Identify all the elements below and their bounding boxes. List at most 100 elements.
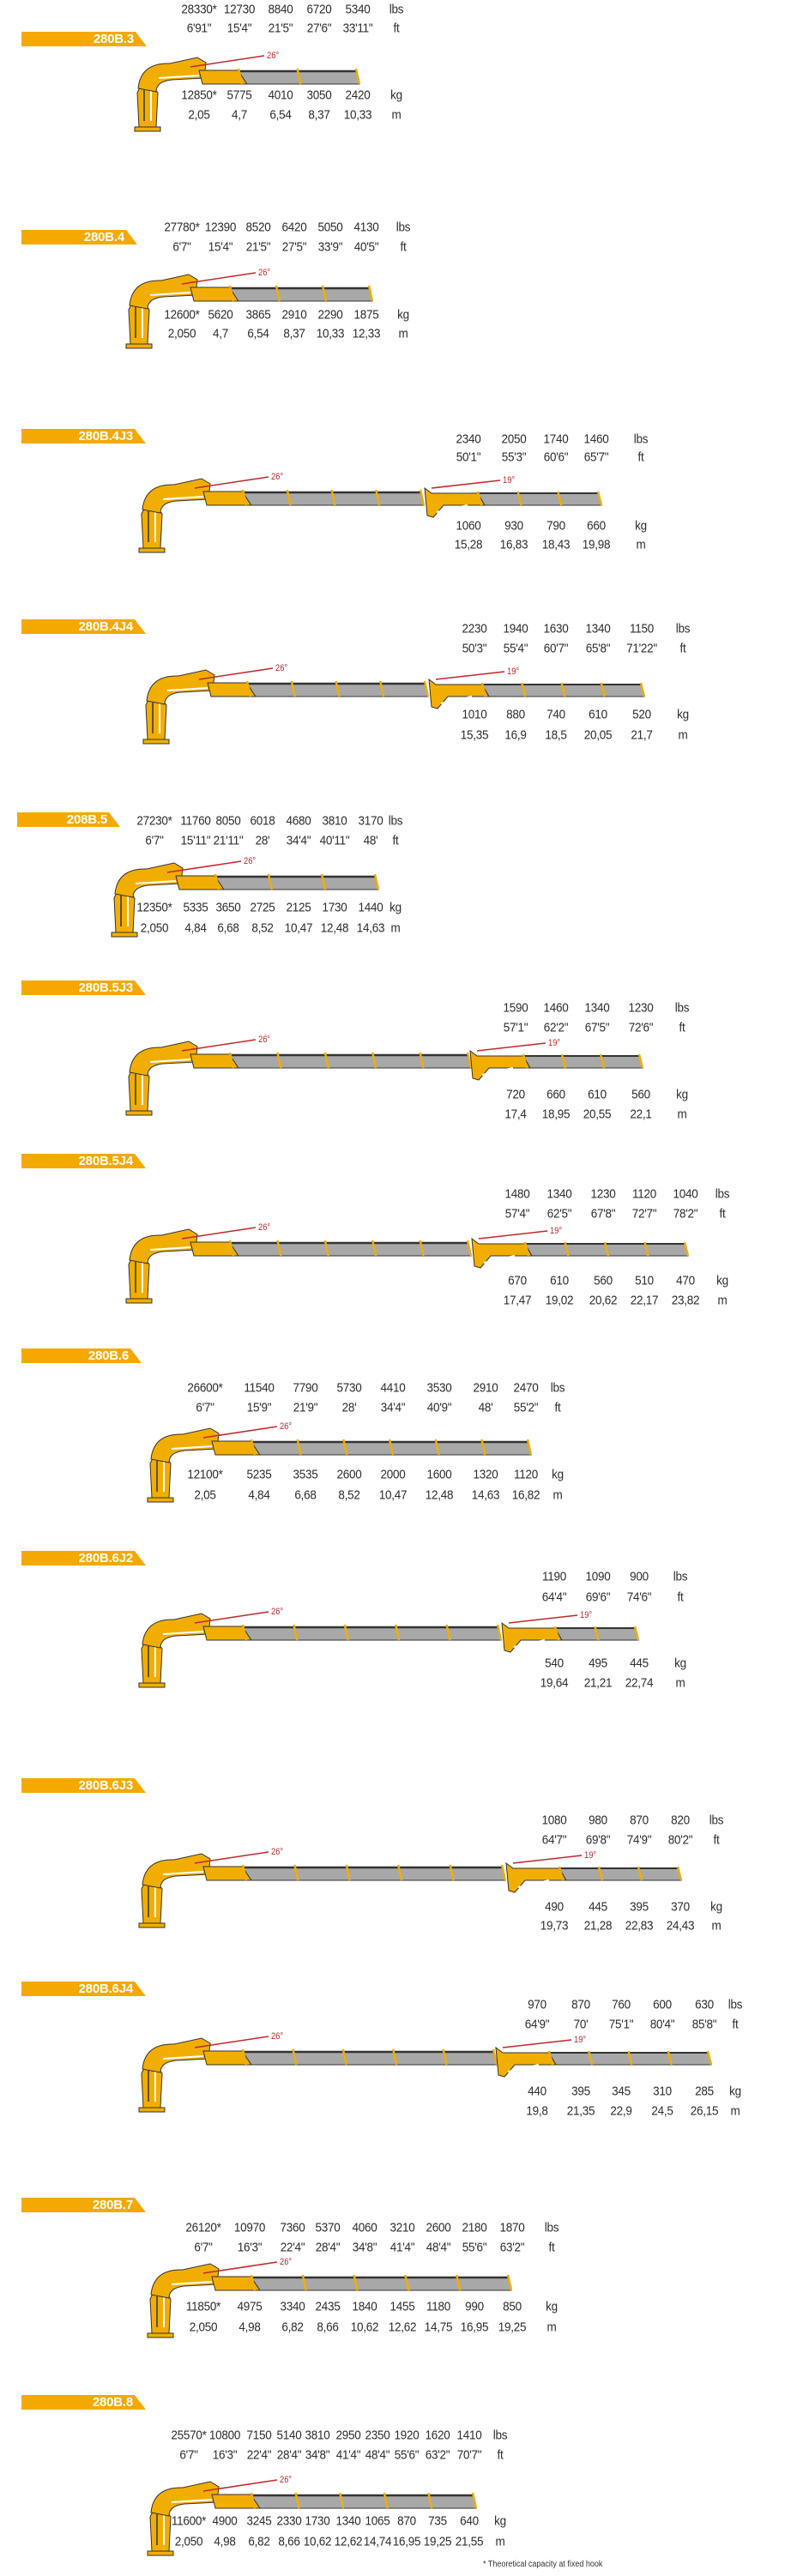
jib-section-joint	[683, 1241, 690, 1257]
kg-value: 2290	[317, 307, 343, 323]
jib-section-joint	[600, 682, 606, 697]
boom-section-joint	[228, 1240, 235, 1257]
boom-section-joint	[445, 1624, 451, 1641]
m-value: 6,54	[247, 326, 269, 341]
model-banner: 280B.4J4	[21, 619, 146, 634]
boom-section-joint	[371, 1052, 377, 1069]
m-value: 22,83	[625, 1918, 654, 1934]
kg-value: 3865	[245, 307, 271, 323]
kg-value: 12850*	[181, 87, 217, 103]
kg-value: 560	[631, 1087, 650, 1102]
m-value: 19,8	[526, 2103, 548, 2119]
ft-value: 71'22"	[626, 641, 657, 656]
ft-value: 6'91"	[186, 21, 212, 36]
boom-section-joint	[321, 285, 328, 302]
crane-base-plate	[125, 343, 153, 349]
boom-angle-label: 26°	[258, 268, 271, 278]
lbs-unit-label: lbs	[673, 1569, 688, 1584]
kg-value: 1600	[426, 1467, 452, 1482]
lbs-value: 1940	[503, 621, 528, 636]
ft-value: 67'8"	[590, 1206, 616, 1222]
m-unit-label: m	[717, 1293, 728, 1308]
m-value: 2,05	[194, 1487, 216, 1503]
crane-telescopic-boom	[242, 1626, 502, 1641]
lbs-value: 5340	[345, 2, 371, 17]
kg-value: 1730	[322, 900, 347, 915]
jib-angle-label: 19°	[550, 1226, 563, 1236]
kg-unit-label: kg	[546, 2299, 558, 2314]
crane-base-plate	[138, 1922, 166, 1928]
jib-cylinder	[440, 696, 473, 704]
lbs-value: 5370	[315, 2220, 341, 2235]
jib-angle-line	[476, 1042, 546, 1052]
boom-angle-label: 26°	[280, 2475, 293, 2485]
kg-value: 1320	[473, 1467, 498, 1482]
lbs-value: 2600	[426, 2220, 451, 2235]
lbs-value: 870	[571, 1997, 590, 2012]
jib-section-joint	[560, 682, 566, 697]
ft-value: 55'3"	[501, 449, 527, 465]
lbs-value: 8050	[215, 813, 241, 829]
m-value: 12,62	[388, 2320, 417, 2335]
kg-value: 445	[589, 1899, 607, 1915]
lbs-value: 630	[695, 1997, 714, 2012]
lbs-value: 4060	[352, 2220, 377, 2235]
m-value: 23,82	[671, 1293, 700, 1308]
kg-value: 5235	[246, 1467, 272, 1482]
boom-section-joint	[419, 489, 426, 506]
ft-value: 50'3"	[462, 641, 487, 656]
ft-value: 6'7"	[145, 833, 164, 848]
model-label: 280B.4	[83, 230, 124, 244]
lbs-value: 1150	[630, 621, 654, 636]
boom-angle-label: 26°	[258, 1222, 271, 1233]
model-label: 208B.5	[66, 812, 107, 827]
kg-unit-label: kg	[674, 1656, 686, 1671]
ft-value: 55'4"	[503, 641, 528, 656]
boom-section-joint	[341, 2048, 348, 2066]
m-value: 8,66	[317, 2320, 339, 2335]
lbs-unit-label: lbs	[709, 1813, 724, 1828]
kg-value: 1730	[305, 2513, 330, 2529]
model-label: 280B.5J4	[78, 1154, 133, 1168]
boom-section-joint	[301, 2274, 308, 2291]
ft-value: 28'	[341, 1400, 357, 1415]
m-unit-label: m	[391, 107, 402, 123]
jib-angle-label: 19°	[580, 1610, 593, 1620]
boom-section-joint	[335, 680, 341, 697]
lbs-unit-label: lbs	[674, 1000, 690, 1016]
ft-value: 85'8"	[691, 2017, 717, 2032]
lbs-value: 3210	[389, 2220, 415, 2235]
jib-section-joint	[560, 1053, 567, 1069]
kg-value: 520	[632, 707, 651, 722]
lbs-unit-label: lbs	[675, 621, 691, 636]
jib-angle-line	[478, 1230, 548, 1240]
jib-section-joint	[564, 1241, 570, 1257]
kg-value: 370	[671, 1899, 690, 1915]
kg-value: 930	[504, 518, 523, 534]
m-value: 14,63	[356, 920, 385, 936]
crane-280B.7	[147, 2261, 513, 2338]
m-value: 10,47	[378, 1487, 408, 1503]
m-value: 16,82	[511, 1487, 540, 1503]
kg-value: 1060	[456, 518, 481, 534]
kg-value: 2125	[286, 900, 311, 915]
ft-value: 34'4"	[286, 833, 311, 848]
kg-value: 310	[653, 2084, 672, 2099]
crane-arm-cylinder	[171, 1445, 213, 1450]
jib-angle-label: 19°	[584, 1850, 597, 1861]
ft-value: 72'6"	[628, 1020, 654, 1035]
kg-value: 510	[635, 1273, 654, 1288]
crane-280B.4	[125, 272, 374, 349]
jib-section-joint	[476, 491, 483, 506]
ft-value: 34'8"	[305, 2447, 330, 2463]
ft-value: 15'9"	[246, 1400, 272, 1415]
m-value: 10,62	[350, 2320, 379, 2335]
ft-value: 34'4"	[380, 1400, 406, 1415]
kg-value: 1840	[352, 2299, 377, 2314]
ft-value: 70'	[573, 2017, 589, 2032]
m-value: 12,48	[320, 920, 349, 936]
boom-section-joint	[394, 1624, 401, 1641]
m-value: 4,84	[184, 920, 207, 936]
jib-section-joint	[706, 2050, 713, 2066]
crane-280B.5J4	[125, 1227, 690, 1304]
